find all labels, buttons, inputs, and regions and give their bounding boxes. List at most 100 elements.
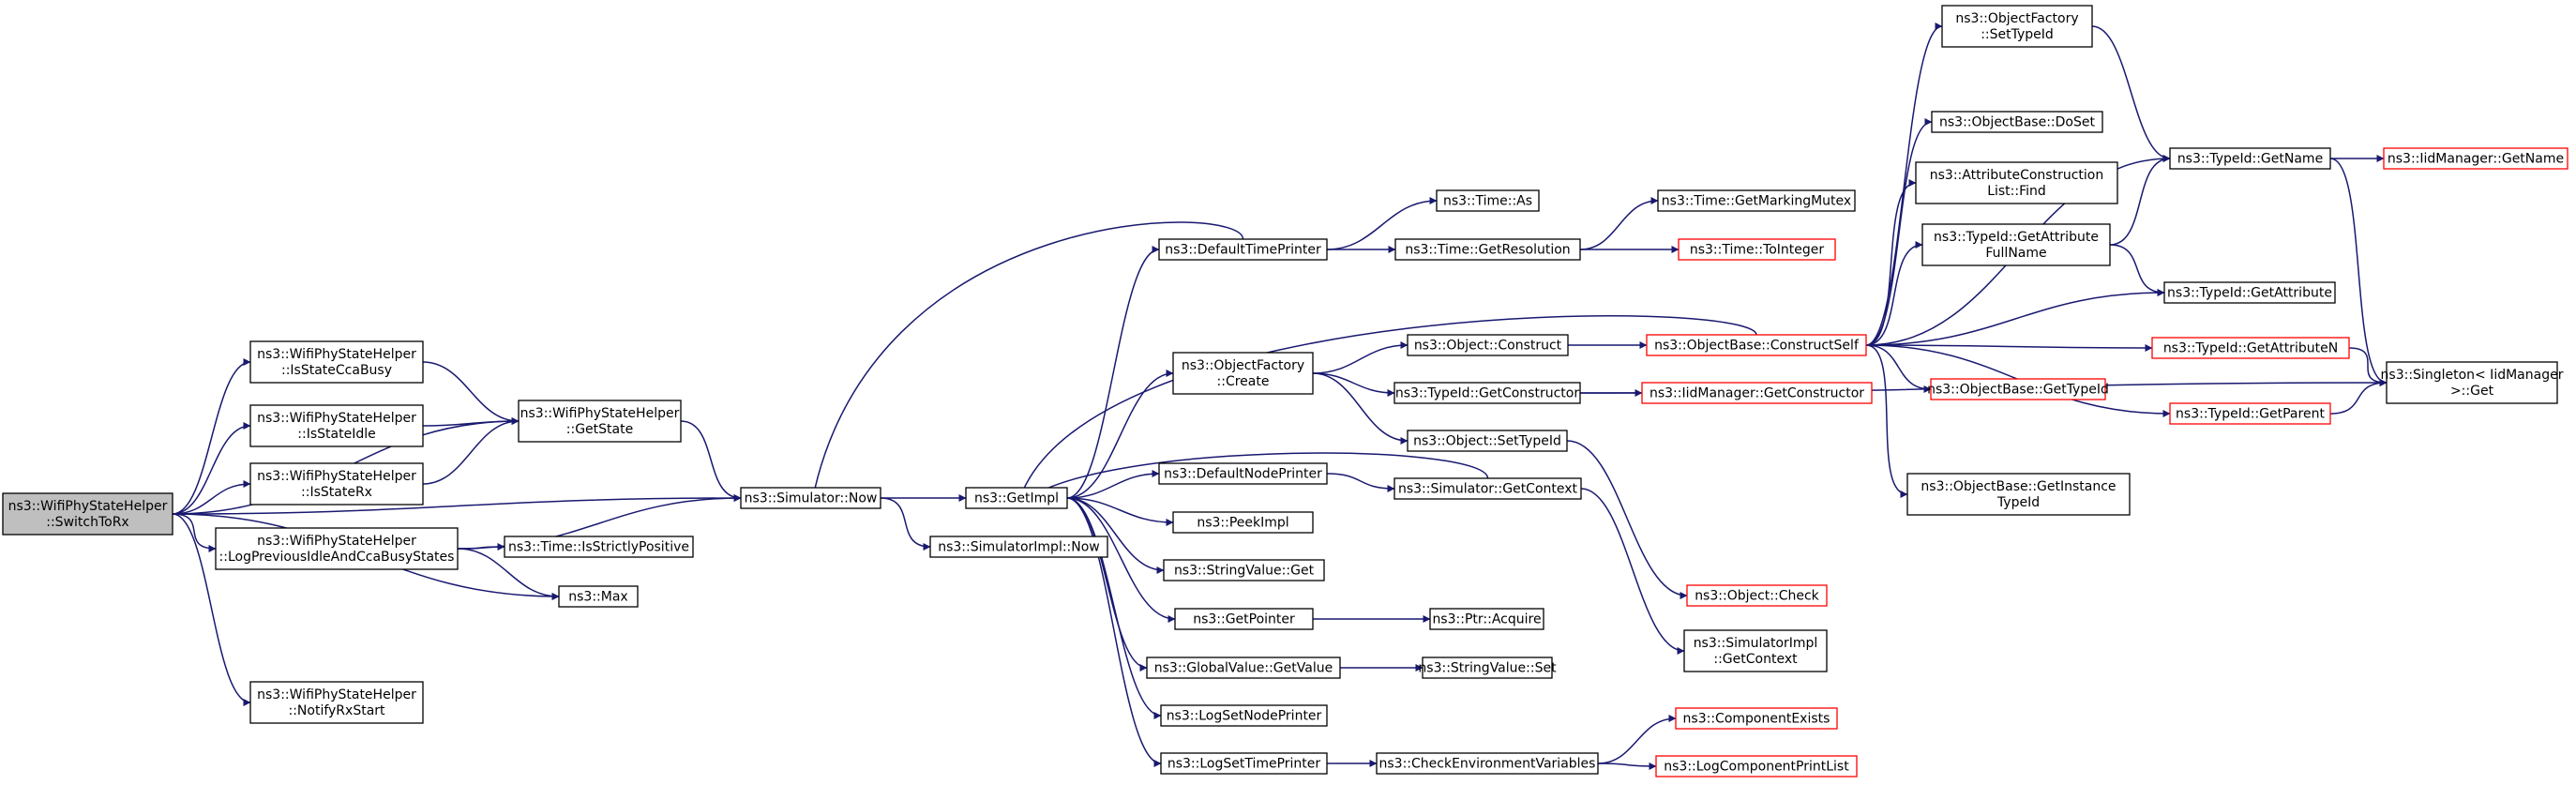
node-label: ns3::Simulator::Now [745,491,878,506]
edge-wifiphystatehelper-switchtorx-to-wifiphystatehelper-logpreviousidleandccabusystates [172,513,217,552]
node-box [1146,657,1341,679]
node-object-construct[interactable]: ns3::Object::Construct [1407,334,1569,356]
node-box [1393,382,1581,404]
node-getpointer[interactable]: ns3::GetPointer [1174,608,1314,630]
node-box [1675,707,1838,730]
node-box [1172,352,1314,395]
edge-time-getresolution-to-time-getmarkingmutex [1579,197,1659,250]
edge-objectbase-constructself-to-getimpl [1015,315,1757,509]
node-wifiphystatehelper-switchtorx[interactable]: ns3::WifiPhyStateHelper::SwitchToRx [2,492,173,536]
node-simulatorimpl-getcontext[interactable]: ns3::SimulatorImpl::GetContext [1683,629,1828,672]
node-logcomponentprintlist[interactable]: ns3::LogComponentPrintList [1655,755,1858,777]
node-peekimpl[interactable]: ns3::PeekImpl [1172,511,1314,534]
node-label: ns3::PeekImpl [1197,516,1288,531]
node-box [1422,657,1553,679]
node-time-isstrictlypositive[interactable]: ns3::Time::IsStrictlyPositive [504,536,694,558]
node-defaulttimeprinter[interactable]: ns3::DefaultTimePrinter [1158,238,1328,261]
node-object-check[interactable]: ns3::Object::Check [1686,584,1828,607]
node-globalvalue-getvalue[interactable]: ns3::GlobalValue::GetValue [1146,657,1341,679]
node-typeid-getattribute[interactable]: ns3::TypeId::GetAttribute [2163,281,2336,304]
edge-wifiphystatehelper-getstate-to-simulator-now [680,420,742,502]
node-label: ns3::ObjectBase::GetInstance [1921,479,2116,494]
edge-wifiphystatehelper-switchtorx-to-wifiphystatehelper-isstaterx [172,480,251,515]
node-box [2151,337,2350,359]
node-time-tointeger[interactable]: ns3::Time::ToInteger [1678,238,1836,261]
node-label: ns3::TypeId::GetParent [2176,407,2325,422]
node-time-getresolution[interactable]: ns3::Time::GetResolution [1394,238,1581,261]
node-simulatorimpl-now[interactable]: ns3::SimulatorImpl::Now [929,536,1108,558]
node-wifiphystatehelper-getstate[interactable]: ns3::WifiPhyStateHelper::GetState [518,400,682,443]
node-label: ns3::Time::As [1443,194,1532,209]
edge-defaulttimeprinter-to-simulator-now [807,221,1244,509]
node-iidmanager-getname[interactable]: ns3::IidManager::GetName [2383,147,2568,170]
node-time-getmarkingmutex[interactable]: ns3::Time::GetMarkingMutex [1657,189,1856,212]
nodes: ns3::WifiPhyStateHelper::SwitchToRxns3::… [2,5,2568,777]
node-typeid-getname[interactable]: ns3::TypeId::GetName [2169,147,2331,170]
node-typeid-getattributen[interactable]: ns3::TypeId::GetAttributeN [2151,337,2350,359]
node-box [1393,477,1582,500]
node-label: ns3::TypeId::GetConstructor [1395,386,1579,401]
node-wifiphystatehelper-isstateidle[interactable]: ns3::WifiPhyStateHelper::IsStateIdle [249,404,424,447]
node-box [1160,752,1328,775]
node-ptr-acquire[interactable]: ns3::Ptr::Acquire [1429,608,1544,630]
node-object-settypeid[interactable]: ns3::Object::SetTypeId [1407,430,1568,452]
node-label: ns3::Time::GetMarkingMutex [1662,194,1851,209]
node-label: ns3::Object::Check [1695,589,1819,604]
edges [172,23,2388,770]
node-label: ::GetContext [1713,652,1798,667]
node-box [2169,402,2331,425]
node-objectfactory-settypeid[interactable]: ns3::ObjectFactory::SetTypeId [1941,5,2093,48]
node-wifiphystatehelper-isstaterx[interactable]: ns3::WifiPhyStateHelper::IsStateRx [249,462,424,506]
node-objectbase-doset[interactable]: ns3::ObjectBase::DoSet [1931,111,2103,133]
edge-wifiphystatehelper-logpreviousidleandccabusystates-to-time-isstrictlypositive [457,543,505,551]
node-objectbase-constructself[interactable]: ns3::ObjectBase::ConstructSelf [1646,334,1867,356]
node-box [558,585,639,608]
node-label: ns3::Time::GetResolution [1405,243,1570,258]
node-logsettimeprinter[interactable]: ns3::LogSetTimePrinter [1160,752,1328,775]
node-wifiphystatehelper-isstateccabusy[interactable]: ns3::WifiPhyStateHelper::IsStateCcaBusy [249,340,424,384]
edge-wifiphystatehelper-switchtorx-to-wifiphystatehelper-notifyrxstart [172,513,251,706]
node-stringvalue-get[interactable]: ns3::StringValue::Get [1163,559,1325,581]
node-label: ::NotifyRxStart [288,703,385,718]
node-label: ns3::Time::ToInteger [1690,243,1825,258]
node-box [1160,704,1328,727]
node-label: ns3::DefaultNodePrinter [1164,467,1322,482]
node-time-as[interactable]: ns3::Time::As [1436,189,1540,212]
node-checkenvironmentvariables[interactable]: ns3::CheckEnvironmentVariables [1376,752,1599,775]
edge-checkenvironmentvariables-to-logcomponentprintlist [1597,762,1657,770]
node-iidmanager-getconstructor[interactable]: ns3::IidManager::GetConstructor [1641,382,1873,404]
node-box [2383,147,2568,170]
node-objectfactory-create[interactable]: ns3::ObjectFactory::Create [1172,352,1314,395]
node-simulator-now[interactable]: ns3::Simulator::Now [740,487,881,509]
node-label: ns3::StringValue::Get [1174,564,1315,579]
node-box [215,527,459,570]
node-typeid-getconstructor[interactable]: ns3::TypeId::GetConstructor [1393,382,1581,404]
edge-objectbase-constructself-to-objectbase-gettypeid [1865,344,1932,393]
node-defaultnodeprinter[interactable]: ns3::DefaultNodePrinter [1158,462,1328,485]
node-typeid-getparent[interactable]: ns3::TypeId::GetParent [2169,402,2331,425]
node-label: TypeId [1996,495,2040,510]
node-wifiphystatehelper-logpreviousidleandccabusystates[interactable]: ns3::WifiPhyStateHelper::LogPreviousIdle… [215,527,459,570]
node-objectbase-gettypeid[interactable]: ns3::ObjectBase::GetTypeId [1927,378,2109,400]
edge-getimpl-to-peekimpl [1066,497,1174,526]
node-label: ns3::Time::IsStrictlyPositive [508,540,689,555]
node-stringvalue-set[interactable]: ns3::StringValue::Set [1418,657,1557,679]
node-label: ns3::TypeId::GetAttributeN [2163,341,2338,356]
node-simulator-getcontext[interactable]: ns3::Simulator::GetContext [1393,477,1582,500]
node-box [249,462,424,506]
node-label: ns3::WifiPhyStateHelper [520,406,680,421]
node-singleton-iidmanager-get[interactable]: ns3::Singleton< IidManager>::Get [2381,361,2564,404]
node-max[interactable]: ns3::Max [558,585,639,608]
node-label: ns3::CheckEnvironmentVariables [1379,757,1596,772]
node-box [1683,629,1828,672]
node-componentexists[interactable]: ns3::ComponentExists [1675,707,1838,730]
node-logsetnodeprinter[interactable]: ns3::LogSetNodePrinter [1160,704,1328,727]
node-label: ns3::LogSetTimePrinter [1167,757,1321,772]
node-label: ns3::Ptr::Acquire [1432,612,1541,627]
node-getimpl[interactable]: ns3::GetImpl [965,487,1068,509]
node-wifiphystatehelper-notifyrxstart[interactable]: ns3::WifiPhyStateHelper::NotifyRxStart [249,681,424,724]
edge-objectfactory-create-to-object-construct [1312,341,1409,374]
